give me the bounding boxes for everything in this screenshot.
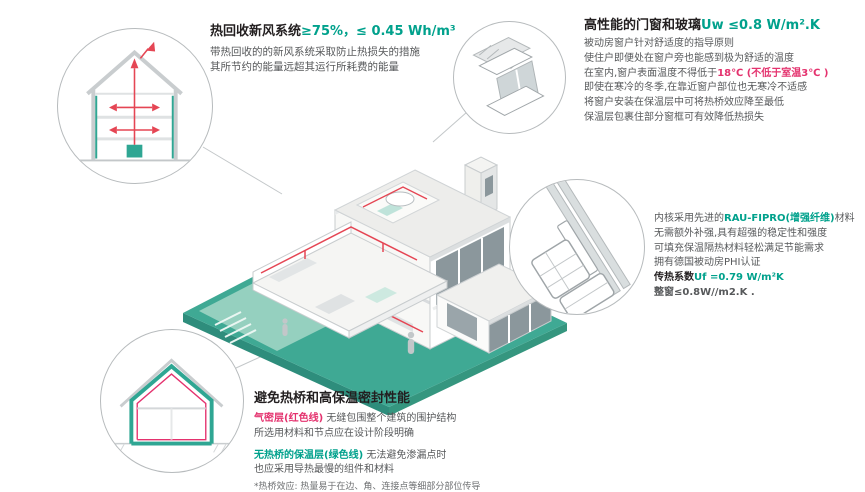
profile-line1-black2: 材料	[834, 213, 855, 224]
people-figures	[282, 318, 415, 354]
window-profile-illustration	[531, 180, 631, 313]
thermal-line3: 无热桥的保温层(绿色线) 无法避免渗漏点时	[254, 449, 594, 464]
ventilation-ducts-wing	[260, 226, 418, 274]
windows-line5: 将窗户安装在保温层中可将热桥效应降至最低	[584, 97, 784, 109]
windows-line1: 被动房窗户针对舒适度的指导原则	[584, 38, 734, 49]
frame-chamber-lower	[559, 272, 615, 313]
thermal-line4: 也应采用导热最慢的组件和材料	[254, 464, 394, 476]
profile-line4: 拥有德国被动房PHI认证	[654, 257, 761, 269]
windows-title-label: 高性能的门窗和玻璃	[584, 18, 702, 33]
windows-line3-red: 18℃ (不低于室温3℃ )	[717, 67, 829, 79]
section-profile-text: 内核采用先进的RAU-FIPRO(增强纤维)材料 无需额外补强,具有超强的稳定性…	[654, 212, 862, 301]
glazing-pane-inner	[545, 180, 631, 290]
insulation-layer-green-line	[129, 363, 214, 444]
bathroom-cutaway	[355, 181, 441, 224]
hrv-body-line1: 带热回收的的新风系统采取防止热损失的措施	[210, 46, 420, 58]
windows-title: 高性能的门窗和玻璃Uw ≤0.8 W/m².K	[584, 14, 860, 33]
window-detail-circle	[453, 21, 566, 134]
thermal-line3-green: 无热桥的保温层(绿色线)	[254, 449, 364, 461]
roof-overhang	[119, 358, 224, 408]
thermal-title: 避免热桥和高保温密封性能	[254, 391, 411, 406]
windows-line3: 在室内,窗户表面温度不得低于18℃ (不低于室温3℃ )	[584, 67, 860, 82]
hrv-house-cross-section-illustration	[77, 41, 192, 162]
thermal-line1-red: 气密层(红色线)	[254, 413, 324, 424]
hrv-title: 热回收新风系统≥75%，≤ 0.45 Wh/m³	[210, 20, 510, 39]
window-corner-illustration	[472, 37, 545, 117]
section-hrv-text: 热回收新风系统≥75%，≤ 0.45 Wh/m³ 带热回收的的新风系统采取防止热…	[210, 20, 510, 75]
heat-exchanger-unit	[126, 144, 143, 158]
spacer	[254, 442, 594, 449]
profile-line3: 可填充保温隔热材料轻松满足节能需求	[654, 242, 824, 254]
hrv-title-label: 热回收新风系统	[210, 24, 302, 39]
left-wing-cutaway	[251, 221, 449, 339]
windows-line4: 即使在寒冷的冬季,在靠近窗户部位也无寒冷不适感	[584, 82, 808, 94]
thermal-envelope-illustration	[110, 358, 233, 453]
envelope-detail-circle	[100, 329, 244, 473]
windows-title-value: Uw ≤0.8 W/m².K	[701, 18, 820, 33]
garden-steps	[214, 311, 257, 344]
hrv-title-value: ≥75%，≤ 0.45 Wh/m³	[301, 24, 456, 39]
hrv-body-line2: 其所节约的能量远超其运行所耗费的能量	[210, 61, 399, 73]
windows-line3-black: 在室内,窗户表面温度不得低于	[584, 67, 718, 79]
profile-line5: 传热系数Uf =0.79 W/m²K	[654, 271, 862, 286]
profile-detail-circle	[509, 179, 645, 315]
central-house-illustration	[165, 85, 585, 419]
glass-annex	[435, 263, 553, 354]
profile-line1: 内核采用先进的RAU-FIPRO(增强纤维)材料	[654, 212, 862, 227]
thermal-line3-black: 无法避免渗漏点时	[363, 449, 447, 461]
thermal-line1: 气密层(红色线) 无缝包围整个建筑的围护结构	[254, 412, 594, 427]
windows-line6: 保温层包裹住部分窗框可有效降低热损失	[584, 111, 764, 123]
profile-line5-label: 传热系数	[654, 272, 694, 284]
windows-line2: 使住户即便处在窗户旁也能感到极为舒适的温度	[584, 52, 794, 64]
hrv-detail-circle	[57, 28, 213, 184]
thermal-note: *热桥效应: 热量易于在边、角、连接点等细部分部位传导	[254, 482, 481, 492]
house-isometric-svg	[183, 156, 567, 416]
thermal-line1-black: 无缝包围整个建筑的围护结构	[323, 413, 457, 424]
section-thermal-text: 避免热桥和高保温密封性能 气密层(红色线) 无缝包围整个建筑的围护结构 所选用材…	[254, 387, 594, 492]
profile-line5-value: Uf =0.79 W/m²K	[694, 272, 784, 284]
window-sill	[486, 85, 545, 117]
airflow-arrows	[109, 41, 160, 134]
profile-line1-black: 内核采用先进的	[654, 213, 724, 224]
profile-line1-green: RAU-FIPRO(增强纤维)	[724, 213, 835, 224]
profile-line2: 无需额外补强,具有超强的稳定性和强度	[654, 227, 828, 239]
airtight-layer-red-line	[136, 373, 207, 441]
section-windows-text: 高性能的门窗和玻璃Uw ≤0.8 W/m².K 被动房窗户针对舒适度的指导原则 …	[584, 14, 860, 126]
profile-line6: 整窗≤0.8W//m2.K .	[654, 286, 755, 298]
thermal-line2: 所选用材料和节点应在设计阶段明确	[254, 427, 414, 439]
